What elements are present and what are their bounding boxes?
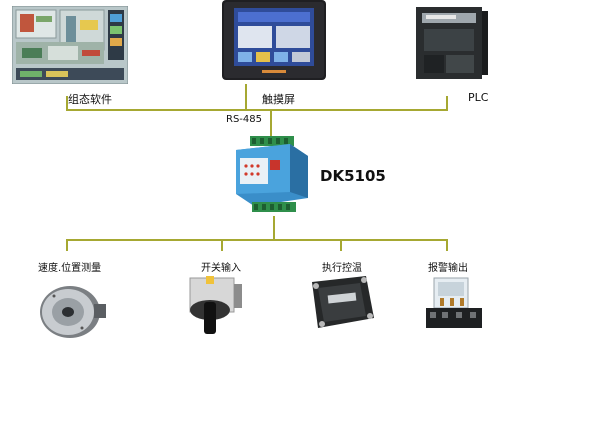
label-alarm-output: 报警输出 [428, 263, 468, 274]
top-drop-plc [446, 96, 448, 110]
bottom-bus-line [66, 239, 448, 241]
label-temp-control: 执行控温 [322, 263, 362, 274]
rotary-switch-image [184, 272, 244, 338]
bus-label-rs485: RS-485 [226, 114, 262, 125]
label-scada-software: 组态软件 [68, 93, 112, 106]
scada-software-image [11, 5, 129, 85]
bus-to-module [270, 110, 272, 136]
relay-image [422, 274, 486, 334]
touch-screen-image [222, 0, 326, 80]
label-speed-position: 速度.位置测量 [38, 263, 102, 274]
encoder-image [36, 282, 108, 340]
label-touch-screen: 触摸屏 [262, 93, 295, 106]
top-drop-scada [66, 96, 68, 110]
bottom-drop-speed [66, 239, 68, 251]
solid-state-relay-image [304, 272, 376, 334]
label-switch-input: 开关输入 [201, 263, 241, 274]
plc-image [416, 3, 488, 83]
label-plc: PLC [468, 91, 489, 104]
top-bus-line [66, 109, 448, 111]
module-to-bottom-bus [273, 216, 275, 240]
bottom-drop-switch [221, 239, 223, 251]
dk5105-module-image [230, 136, 312, 216]
bottom-drop-temp [340, 239, 342, 251]
bottom-drop-alarm [446, 239, 448, 251]
label-dk5105: DK5105 [320, 167, 386, 185]
top-drop-touch [245, 84, 247, 110]
